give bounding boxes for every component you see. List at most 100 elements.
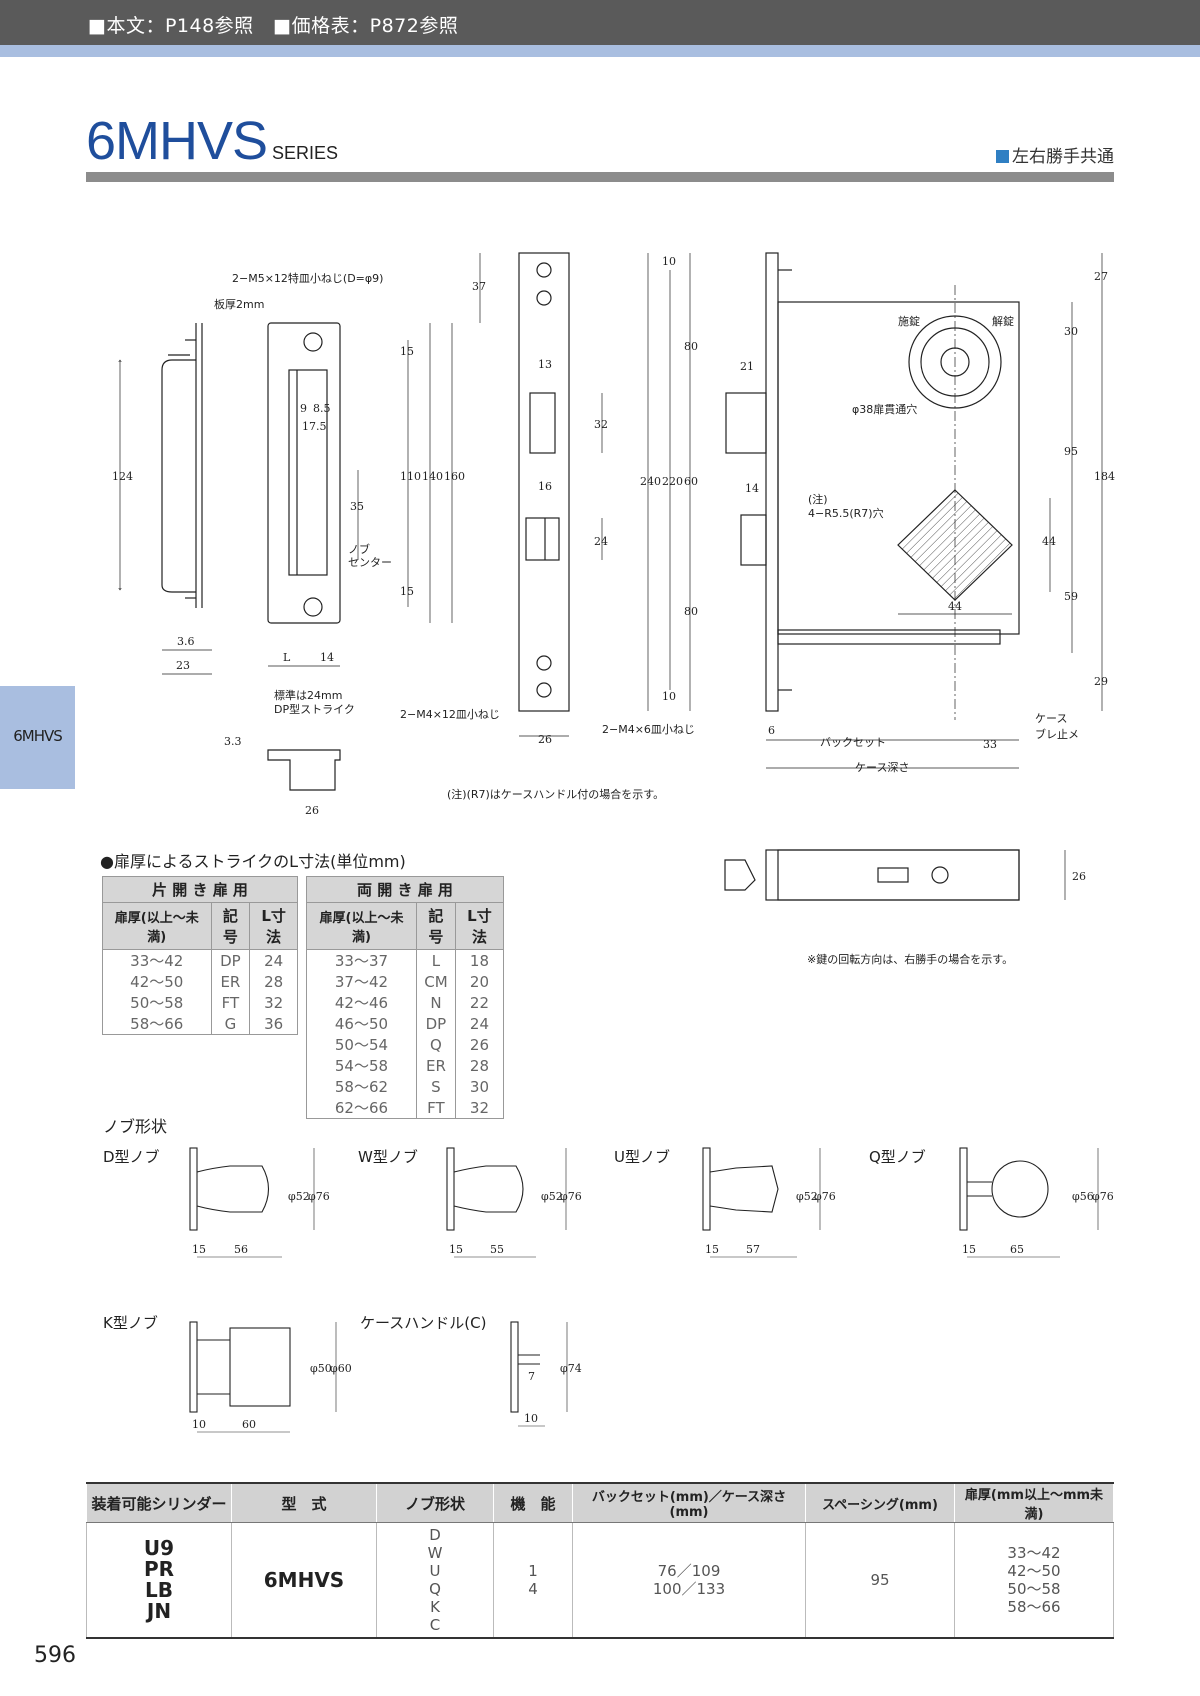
door-thickness-list: 33〜42 42〜50 50〜58 58〜66	[954, 1522, 1114, 1639]
knob-q-label: Q型ノブ	[869, 1148, 926, 1166]
dim-44-h: 44	[948, 600, 962, 613]
spec-table: 装着可能シリンダー 型 式 ノブ形状 機 能 バックセット(mm)／ケース深さ(…	[86, 1482, 1114, 1639]
knob-u-label: U型ノブ	[614, 1148, 670, 1166]
backset-depth-list: 76／109 100／133	[572, 1522, 806, 1639]
title-rule	[86, 172, 1114, 182]
single-door-title: 片 開 き 扉 用	[102, 876, 298, 903]
hand-note-text: 左右勝手共通	[1012, 147, 1114, 167]
spacing-cell: 95	[805, 1522, 955, 1639]
dim-13: 13	[538, 358, 552, 371]
strike-table-heading: ●扉厚によるストライクのL寸法(単位mm)	[100, 852, 406, 871]
dim-160: 160	[444, 470, 465, 483]
dim-15-top: 15	[400, 345, 414, 358]
dim-14: 14	[320, 651, 334, 664]
hand-note: 左右勝手共通	[996, 142, 1114, 167]
model-cell: 6MHVS	[231, 1522, 377, 1639]
label-rotation-note: ※鍵の回転方向は、右勝手の場合を示す。	[807, 952, 1013, 966]
label-note-r7: (注)(R7)はケースハンドル付の場合を示す。	[447, 787, 664, 801]
dim-29: 29	[1094, 675, 1108, 688]
dim-26-strike: 26	[305, 804, 319, 817]
title-series: SERIES	[272, 143, 339, 163]
label-hole-38: φ38扉貫通穴	[852, 402, 917, 416]
dim-8-5: 8.5	[313, 402, 331, 415]
col-door-thickness: 扉厚(mm以上〜mm未満)	[954, 1482, 1114, 1523]
strike-side-profile	[161, 323, 203, 608]
dim-32: 32	[594, 418, 608, 431]
label-plate-thickness: 板厚2mm	[214, 297, 264, 311]
dim-124: 124	[112, 470, 133, 483]
label-case-1: ケース	[1035, 712, 1067, 725]
case-handle-label: ケースハンドル(C)	[360, 1314, 487, 1332]
dim-140: 140	[422, 470, 443, 483]
col-door-thickness: 扉厚(以上〜未満)	[306, 902, 417, 950]
dim-16: 16	[538, 480, 552, 493]
col-spacing: スペーシング(mm)	[805, 1482, 955, 1523]
blue-square-icon	[996, 150, 1009, 163]
col-door-thickness: 扉厚(以上〜未満)	[102, 902, 212, 950]
dim-220: 220	[662, 475, 683, 488]
dim-110: 110	[400, 470, 421, 483]
col-cylinder: 装着可能シリンダー	[86, 1482, 232, 1523]
dim-184: 184	[1094, 470, 1115, 483]
dim-27: 27	[1094, 270, 1108, 283]
dim-80-top: 80	[684, 340, 698, 353]
label-note-r55-2: 4−R5.5(R7)穴	[808, 506, 884, 520]
table-row: U9 PR LB JN 6MHVS D W U Q K C 1 4 76／109…	[86, 1522, 1114, 1639]
label-knob-center-1: ノブ	[348, 542, 370, 556]
dim-21: 21	[740, 360, 754, 373]
dim-3-6: 3.6	[177, 635, 195, 648]
header-reference: ■本文：P148参照 ■価格表：P872参照	[88, 15, 459, 37]
col-model: 型 式	[231, 1482, 377, 1523]
header-bar	[0, 0, 1200, 45]
col-backset-depth: バックセット(mm)／ケース深さ(mm)	[572, 1482, 806, 1523]
latch-side-view	[724, 849, 1020, 901]
page-title: 6MHVS	[86, 111, 268, 171]
label-standard: 標準は24mm	[274, 688, 342, 702]
dim-14-case: 14	[745, 482, 759, 495]
label-lock: 施錠	[898, 314, 920, 328]
label-backset: バックセット	[820, 736, 886, 749]
dim-60: 60	[684, 475, 698, 488]
dim-30: 30	[1064, 325, 1078, 338]
side-index-tab[interactable]	[0, 686, 75, 789]
col-function: 機 能	[493, 1482, 573, 1523]
label-knob-center-2: センター	[348, 556, 392, 569]
cylinder-list: U9 PR LB JN	[86, 1522, 232, 1639]
dim-33: 33	[983, 738, 997, 751]
strike-front-view	[267, 322, 341, 624]
dim-23: 23	[176, 659, 190, 672]
dim-10-top: 10	[662, 255, 676, 268]
label-screw-m4-12: 2−M4×12皿小ねじ	[400, 708, 500, 721]
knob-w-label: W型ノブ	[358, 1148, 418, 1166]
page-number: 596	[34, 1643, 76, 1668]
dim-24: 24	[594, 535, 608, 548]
dim-6: 6	[768, 724, 775, 737]
dim-3-3: 3.3	[224, 735, 242, 748]
dim-37: 37	[472, 280, 486, 293]
dim-59: 59	[1064, 590, 1078, 603]
knob-type-list: D W U Q K C	[376, 1522, 494, 1639]
faceplate-view	[518, 252, 570, 712]
label-unlock: 解錠	[992, 314, 1014, 328]
dim-35: 35	[350, 500, 364, 513]
col-knob-type: ノブ形状	[376, 1482, 494, 1523]
knob-k-label: K型ノブ	[103, 1314, 158, 1332]
dim-44-v: 44	[1042, 535, 1056, 548]
label-case-2: ブレ止メ	[1035, 727, 1079, 741]
col-code: 記号	[415, 902, 456, 950]
dim-9: 9	[300, 402, 307, 415]
